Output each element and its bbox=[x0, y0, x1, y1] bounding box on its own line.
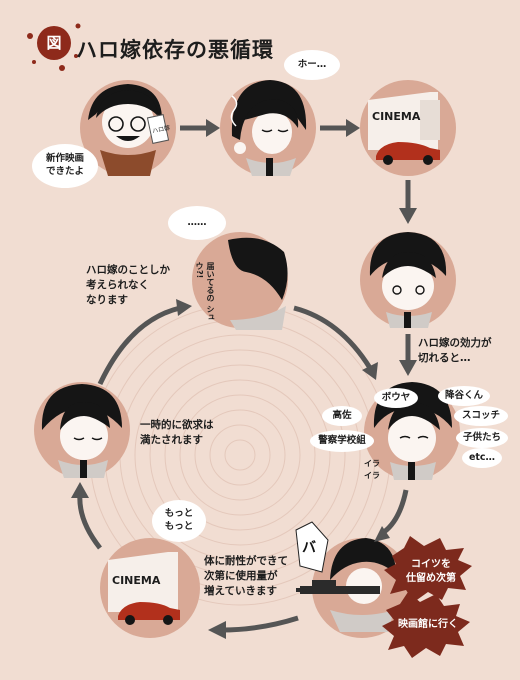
arrow-p3-to-p4 bbox=[399, 180, 417, 224]
caption-satisfied: 一時的に欲求は 満たされます bbox=[140, 419, 214, 447]
panel-6-sfx-text: バ bbox=[302, 540, 316, 556]
panel-2 bbox=[220, 80, 316, 176]
craving-bubble: 高佐 bbox=[322, 406, 362, 426]
arrow-p4-to-p5 bbox=[399, 334, 417, 376]
panel-6-sfx-burst bbox=[295, 521, 329, 573]
panel-9-thought-bubble: …… bbox=[168, 206, 226, 240]
craving-bubble: 警察学校組 bbox=[310, 430, 374, 452]
panel-9 bbox=[192, 232, 288, 330]
panel-6 bbox=[296, 538, 412, 638]
panel-9-whisper: 届いてるの シュウ?! bbox=[195, 262, 215, 321]
craving-bubble: スコッチ bbox=[454, 406, 508, 426]
panel-2-sigh-bubble: ホー… bbox=[284, 50, 340, 80]
arrow-p1-to-p2 bbox=[180, 119, 220, 137]
arrow-p9-to-p5 bbox=[293, 305, 378, 380]
explosion-top bbox=[384, 536, 472, 602]
caption-tolerance: 体に耐性ができて 次第に使用量が 増えていきます bbox=[204, 555, 288, 598]
panel-1-sign-text: ハロ嫁 bbox=[152, 124, 171, 136]
arrow-p8-to-p7 bbox=[71, 482, 102, 550]
explosion-bottom bbox=[382, 592, 470, 658]
explosion-top-text: コイツを 仕留め次第 bbox=[406, 559, 456, 584]
panel-1: ハロ嫁 bbox=[80, 80, 176, 176]
panel-3: CINEMA bbox=[360, 80, 456, 176]
panel-8: CINEMA bbox=[100, 538, 200, 638]
panel-7 bbox=[34, 382, 130, 478]
cycle-arrows bbox=[71, 119, 417, 639]
craving-bubble: 降谷くん bbox=[438, 386, 490, 406]
panel-3-cinema-sign: CINEMA bbox=[372, 110, 421, 123]
panel-8-cinema-sign: CINEMA bbox=[112, 574, 161, 587]
arrow-p6-to-p8 bbox=[208, 615, 299, 639]
craving-bubble: etc… bbox=[462, 448, 502, 468]
page-title: ハロ嫁依存の悪循環 bbox=[76, 38, 274, 62]
arrow-p5-to-p6 bbox=[374, 489, 409, 542]
arrow-p7-to-p9 bbox=[97, 299, 192, 386]
panel-1-speech-bubble: 新作映画 できたよ bbox=[32, 144, 98, 188]
explosion-bottom-text: 映画館に行く bbox=[398, 619, 458, 630]
panel-4 bbox=[360, 232, 456, 328]
arrow-p2-to-p3 bbox=[320, 119, 360, 137]
figure-badge: 図 bbox=[37, 26, 71, 60]
panel-5-irritation-sfx: イラ イラ bbox=[364, 459, 380, 480]
craving-bubble: 子供たち bbox=[456, 428, 508, 448]
caption-think-only: ハロ嫁のことしか 考えられなく なります bbox=[86, 264, 170, 307]
panel-8-speech-bubble: もっと もっと bbox=[152, 500, 206, 542]
craving-bubble: ボウヤ bbox=[374, 388, 418, 408]
badge-splatter bbox=[27, 23, 81, 71]
caption-wears-off: ハロ嫁の効力が 切れると… bbox=[418, 337, 492, 365]
